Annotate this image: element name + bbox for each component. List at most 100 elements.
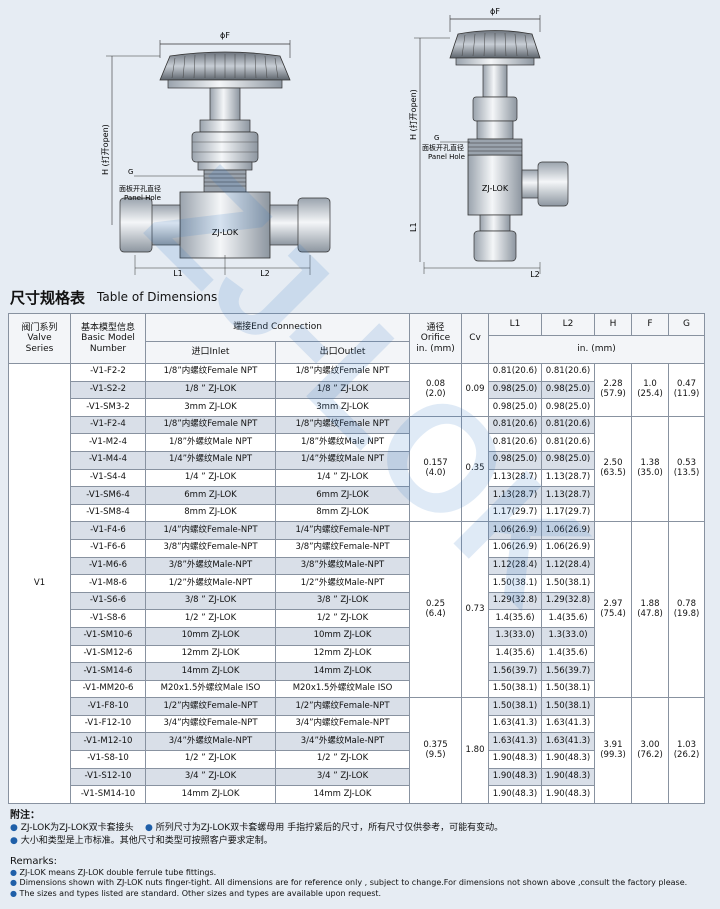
l2-cell: 1.13(28.7) — [541, 486, 596, 505]
l1-cell: 1.13(28.7) — [488, 468, 543, 488]
h-cell: 2.50(63.5) — [594, 415, 633, 523]
inlet-cell: 1/2”外螺纹Male-NPT — [145, 574, 276, 593]
h-label-right: H (打开open) — [408, 89, 418, 140]
panel-hole-en-right: Panel Hole — [428, 153, 465, 161]
remark-2: ● Dimensions shown with ZJ-LOK nuts fing… — [10, 878, 688, 887]
inlet-cell: 1/4”外螺纹Male NPT — [145, 450, 276, 470]
inlet-cell: 3/8”内螺纹Female-NPT — [145, 538, 276, 558]
outlet-cell: 1/2”外螺纹Male-NPT — [274, 574, 411, 593]
model-cell: -V1-S8-6 — [70, 609, 146, 628]
l2-cell: 1.90(48.3) — [541, 750, 596, 769]
model-cell: -V1-SM12-6 — [70, 644, 146, 664]
model-cell: -V1-M8-6 — [70, 574, 146, 593]
outlet-cell: 3/4”外螺纹Male-NPT — [274, 732, 411, 752]
inlet-cell: 6mm ZJ-LOK — [145, 486, 276, 505]
l2-cell: 1.4(35.6) — [541, 609, 596, 628]
phiF-label-right: ϕF — [490, 7, 500, 16]
remark-1: ● ZJ-LOK means ZJ-LOK double ferrule tub… — [10, 867, 217, 877]
model-cell: -V1-F2-2 — [70, 363, 146, 382]
outlet-cell: 1/8 ” ZJ-LOK — [274, 380, 411, 400]
g-cell: 1.03(26.2) — [668, 697, 706, 804]
l1-cell: 1.06(26.9) — [488, 538, 543, 558]
header-f: F — [631, 313, 670, 336]
l2-cell: 1.63(41.3) — [541, 714, 596, 734]
l2-cell: 1.4(35.6) — [541, 644, 596, 664]
l1-cell: 0.98(25.0) — [488, 380, 543, 400]
l2-cell: 0.98(25.0) — [541, 380, 596, 400]
series-cell: V1 — [8, 363, 71, 804]
left-valve-drawing: ϕF ZJ-LOK L1 L2 H (打开ope — [100, 31, 331, 278]
model-cell: -V1-F12-10 — [70, 714, 146, 734]
header-cv: Cv — [461, 313, 490, 364]
header-dim-unit: in. (mm) — [488, 335, 706, 364]
l1-cell: 1.13(28.7) — [488, 486, 543, 505]
remarks-en: Remarks: ● ZJ-LOK means ZJ-LOK double fe… — [10, 856, 688, 899]
remark-3: ● The sizes and types listed are standar… — [10, 888, 382, 898]
l1-cell: 1.12(28.4) — [488, 556, 543, 576]
outlet-cell: 1/2 ” ZJ-LOK — [274, 750, 411, 769]
g-cell: 0.47(11.9) — [668, 363, 706, 417]
l1-cell: 1.90(48.3) — [488, 750, 543, 769]
outlet-cell: 1/4”外螺纹Male NPT — [274, 450, 411, 470]
inlet-cell: 1/8 ” ZJ-LOK — [145, 380, 276, 400]
inlet-cell: 3/8”外螺纹Male-NPT — [145, 556, 276, 576]
table-title-en: Table of Dimensions — [97, 290, 218, 304]
g-cell: 0.53(13.5) — [668, 415, 706, 523]
g-label-right: G — [434, 134, 439, 142]
outlet-cell: 3/8”内螺纹Female-NPT — [274, 538, 411, 558]
inlet-cell: 1/4”内螺纹Female-NPT — [145, 521, 276, 540]
cv-cell: 0.73 — [461, 521, 490, 699]
l1-cell: 1.56(39.7) — [488, 662, 543, 681]
l2-cell: 1.63(41.3) — [541, 732, 596, 752]
l1-cell: 1.29(32.8) — [488, 591, 543, 611]
model-cell: -V1-SM14-10 — [70, 785, 146, 804]
outlet-cell: 3/4”内螺纹Female-NPT — [274, 714, 411, 734]
notes-heading: 附注： — [10, 810, 40, 821]
h-cell: 3.91(99.3) — [594, 697, 633, 804]
cv-cell: 0.09 — [461, 363, 490, 417]
model-cell: -V1-M2-4 — [70, 433, 146, 452]
l1-cell: 1.4(35.6) — [488, 644, 543, 664]
header-end-connection: 端接End Connection — [144, 313, 411, 342]
inlet-cell: 1/2”内螺纹Female-NPT — [145, 697, 276, 716]
inlet-cell: 3/4”外螺纹Male-NPT — [145, 732, 276, 752]
model-cell: -V1-M12-10 — [70, 732, 146, 752]
orifice-cell: 0.08(2.0) — [409, 363, 463, 417]
outlet-cell: 1/4”内螺纹Female-NPT — [274, 521, 411, 540]
f-cell: 1.0(25.4) — [631, 363, 670, 417]
header-h: H — [594, 313, 633, 336]
l1-cell: 1.06(26.9) — [488, 521, 543, 540]
orifice-cell: 0.25(6.4) — [409, 521, 463, 699]
model-cell: -V1-MM20-6 — [70, 679, 146, 699]
model-cell: -V1-SM8-4 — [70, 503, 146, 523]
outlet-cell: 14mm ZJ-LOK — [274, 662, 411, 681]
f-cell: 1.38(35.0) — [631, 415, 670, 523]
header-g: G — [668, 313, 706, 336]
header-outlet: 出口Outlet — [274, 341, 411, 364]
h-cell: 2.97(75.4) — [594, 521, 633, 699]
l2-cell: 1.06(26.9) — [541, 521, 596, 540]
outlet-cell: 12mm ZJ-LOK — [274, 644, 411, 664]
l2-label-right: L2 — [530, 270, 540, 279]
l1-cell: 1.90(48.3) — [488, 785, 543, 804]
l1-cell: 0.81(20.6) — [488, 415, 543, 435]
l2-cell: 0.81(20.6) — [541, 415, 596, 435]
inlet-cell: 1/2 ” ZJ-LOK — [145, 750, 276, 769]
l1-cell: 0.81(20.6) — [488, 363, 543, 382]
l2-cell: 0.98(25.0) — [541, 450, 596, 470]
model-cell: -V1-S2-2 — [70, 380, 146, 400]
l1-cell: 1.50(38.1) — [488, 574, 543, 593]
model-cell: -V1-S8-10 — [70, 750, 146, 769]
outlet-cell: 1/4 ” ZJ-LOK — [274, 468, 411, 488]
model-cell: -V1-F4-6 — [70, 521, 146, 540]
model-cell: -V1-F2-4 — [70, 415, 146, 435]
